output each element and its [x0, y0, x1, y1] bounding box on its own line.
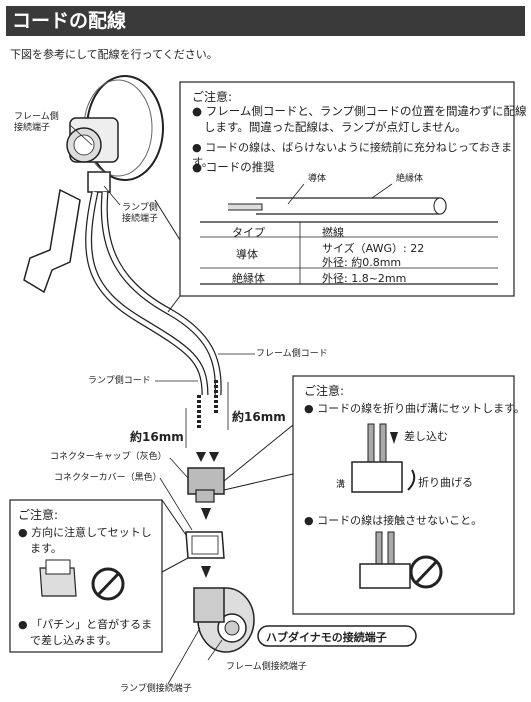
- table-row-1-spec-1: 外径: 1.8~2mm: [322, 272, 407, 285]
- caution-right-bullet-1: ● コードの線を折り曲げ溝にセットします。: [304, 402, 526, 415]
- caution-main-bullet-2: ● コードの線は、ばらけないように接続前に充分ねじっておきます。: [192, 141, 513, 169]
- caution-main-bullet-1: ● フレーム側コードと、ランプ側コードの位置を間違わずに配線: [192, 104, 527, 118]
- frame-cord-label: フレーム側コード: [256, 349, 328, 359]
- caution-left-bullet-2-cont: で差し込みます。: [30, 634, 117, 647]
- groove-label: 溝: [336, 480, 346, 490]
- caution-left-box: [9, 499, 163, 653]
- conductor-label: 導体: [308, 174, 327, 184]
- caution-main-box: [179, 81, 515, 297]
- prohibited-icon-left: [91, 567, 125, 601]
- caution-left-bullet-1-cont: ます。: [30, 542, 62, 555]
- frame-terminal-label-2: 接続端子: [14, 123, 51, 133]
- caution-right-bullet-2: ● コードの線は接触させないこと。: [304, 514, 483, 527]
- prohibited-icon-right: [409, 555, 443, 589]
- table-row-0-type: 導体: [236, 248, 258, 261]
- insert-label: 差し込む: [404, 430, 448, 443]
- caution-left-bullet-1: ● 方向に注意してセットし: [18, 526, 152, 539]
- instruction-text: 下図を参考にして配線を行ってください。: [10, 48, 218, 61]
- mount-bracket-shape: [23, 188, 81, 294]
- insulator-label: 絶縁体: [396, 174, 424, 184]
- hub-dynamo-pill: [257, 625, 417, 647]
- caution-main-bullet-3: ● コードの推奨: [192, 160, 275, 174]
- caution-main-bullet-1-cont: します。間違った配線は、ランプが点灯しません。: [204, 120, 467, 134]
- caution-right-title: ご注意:: [304, 384, 345, 398]
- table-header-strand: 撚線: [322, 226, 344, 239]
- bend-label: 折り曲げる: [418, 476, 473, 489]
- wire-spec-diagram: [256, 197, 447, 215]
- length-right-label: 約16mm: [232, 410, 286, 424]
- lamp-side-terminal-label: ランプ側接続端子: [120, 684, 192, 694]
- caution-left-title: ご注意:: [18, 508, 59, 522]
- section-title: コードの配線: [12, 10, 127, 32]
- caution-main-title: ご注意:: [192, 90, 233, 104]
- caution-left-bullet-2: ● 「パチン」と音がするま: [18, 618, 153, 631]
- frame-side-terminal-label: フレーム側接続端子: [226, 662, 307, 672]
- hub-dynamo-label: ハブダイナモの接続端子: [266, 631, 387, 644]
- table-row-0-spec-1: サイズ（AWG）: 22: [322, 242, 425, 255]
- lamp-cord-label: ランプ側コード: [88, 376, 151, 386]
- connector-cover-label: コネクターカバー（黒色）: [54, 473, 162, 483]
- table-header-type: タイプ: [232, 226, 265, 239]
- section-title-bar: [6, 6, 525, 36]
- connector-cap-label: コネクターキャップ（灰色）: [50, 452, 167, 462]
- table-row-0-spec-2: 外径: 約0.8mm: [322, 256, 402, 269]
- frame-terminal-label-1: フレーム側: [14, 112, 59, 122]
- lamp-terminal-label-2: 接続端子: [122, 214, 159, 224]
- table-row-1-type: 絶縁体: [232, 272, 265, 285]
- length-left-label: 約16mm: [130, 430, 184, 444]
- connector-cover-shape: [185, 531, 225, 559]
- lamp-terminal-label-1: ランプ側: [122, 203, 158, 213]
